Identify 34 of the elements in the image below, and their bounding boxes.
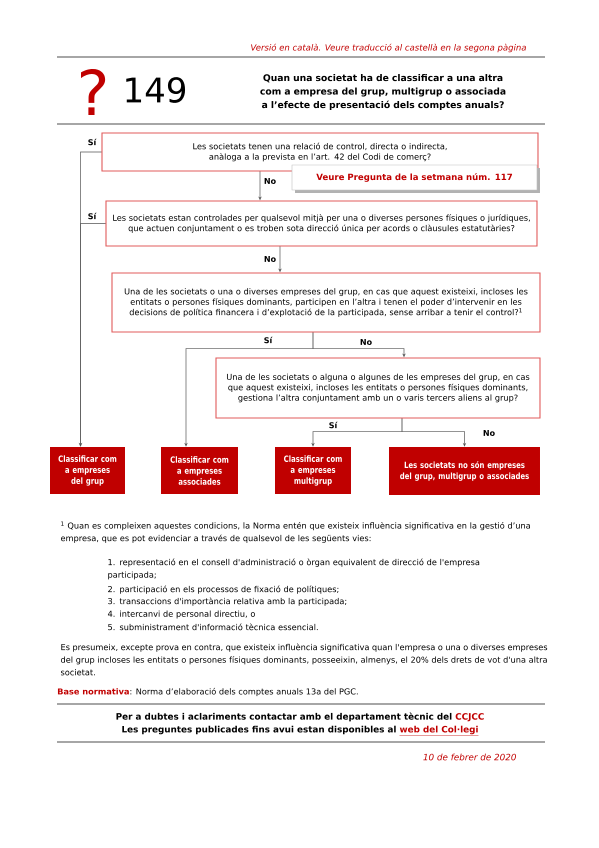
title: Quan una societat ha de classificar a una altra com a empresa del grup, multigrup o associada a l’efecte de presentació dels comptes anuals? [260,74,506,110]
list-item: 5. subministrament d'informació tècnica essencial. [108,624,318,630]
edge-label: No [482,429,496,437]
paragraph: Es presumeix, excepte prova en contra, que existeix influència significativa quan l'empresa o una o diverses empreses del grup incloses les entitats o persones físiques dominants, posseeixin, almenys, el 20% dels drets de vot d'una altra societat. [60,644,548,676]
list-item: 3. transaccions d'importància relativa amb la participada; [108,598,346,606]
reference-box: Veure Pregunta de la setmana núm. 117 [292,164,540,193]
organization-name: CCJCC [456,713,484,722]
edge-label: No [358,338,374,346]
edge-label: No [262,255,278,263]
footnote-text: $^{1}$ Quan es compleixen aquestes condicions, la Norma entén que existeix influència significativa en la gestió d’una empresa, que es pot evidenciar a través de qualsevol de les següents vies: [61,522,530,543]
edge-label: Sí [328,420,338,430]
edge-label: No [262,177,278,185]
availability-note: Les preguntes publicades fins avui estan disponibles al [122,726,396,734]
edge-label: Sí [86,212,98,220]
date: 10 de febrer de 2020 [423,754,516,760]
list-item: 1. representació en el consell d'administració o òrgan equivalent de direcció de l'empresa participada; [108,558,480,580]
contact-note: Per a dubtes i aclariments contactar amb el departament tècnic del [116,712,452,722]
question-number: 149 [126,77,186,103]
result-box: Classificar com a empreses del grup [50,447,125,494]
list-item: 4. intercanvi de personal directiu, o [108,610,255,618]
edge-label: Sí [86,138,98,146]
question-box: Una de les societats o alguna o algunes de les empreses del grup, en cas que aquest existeixi, incloses les entitats o persones físiques dominants, gestiona l’altra conjuntament amb un o varis tercers aliens al grup? [215,357,541,419]
result-box: Les societats no són empreses del grup, multigrup o associades [389,447,540,495]
question-box: Una de les societats o una o diverses empreses del grup, en cas que aquest existeixi, incloses les entitats o persones físiques dominants, participen en l’altra i tenen el poder d’intervenir en les decisions de política financera i d’explotació de la participada, sense arribar a tenir el control?$^{1}$ [111,272,541,333]
edge-label: Sí [262,336,274,344]
question-mark: ? [81,69,106,115]
source-text: : Norma d’elaboració dels comptes anuals 13a del PGC. [130,688,358,696]
list-item: 2. participació en els processos de fixació de polítiques; [108,586,338,594]
link: web del Col·legi [399,726,479,736]
source-heading: Base normativa [58,688,129,695]
version-note: Versió en català. Veure traducció al castellà en la segona pàgina [251,44,526,52]
result-box: Classificar com a empreses associades [161,447,238,494]
result-box: Classificar com a empreses multigrup [275,447,351,494]
question-box: Les societats estan controlades per qualsevol mitjà per una o diverses persones físiques o jurídiques, que actuen conjuntament o es troben sota direcció única per acords o clàusules estatutàries? [105,200,538,247]
